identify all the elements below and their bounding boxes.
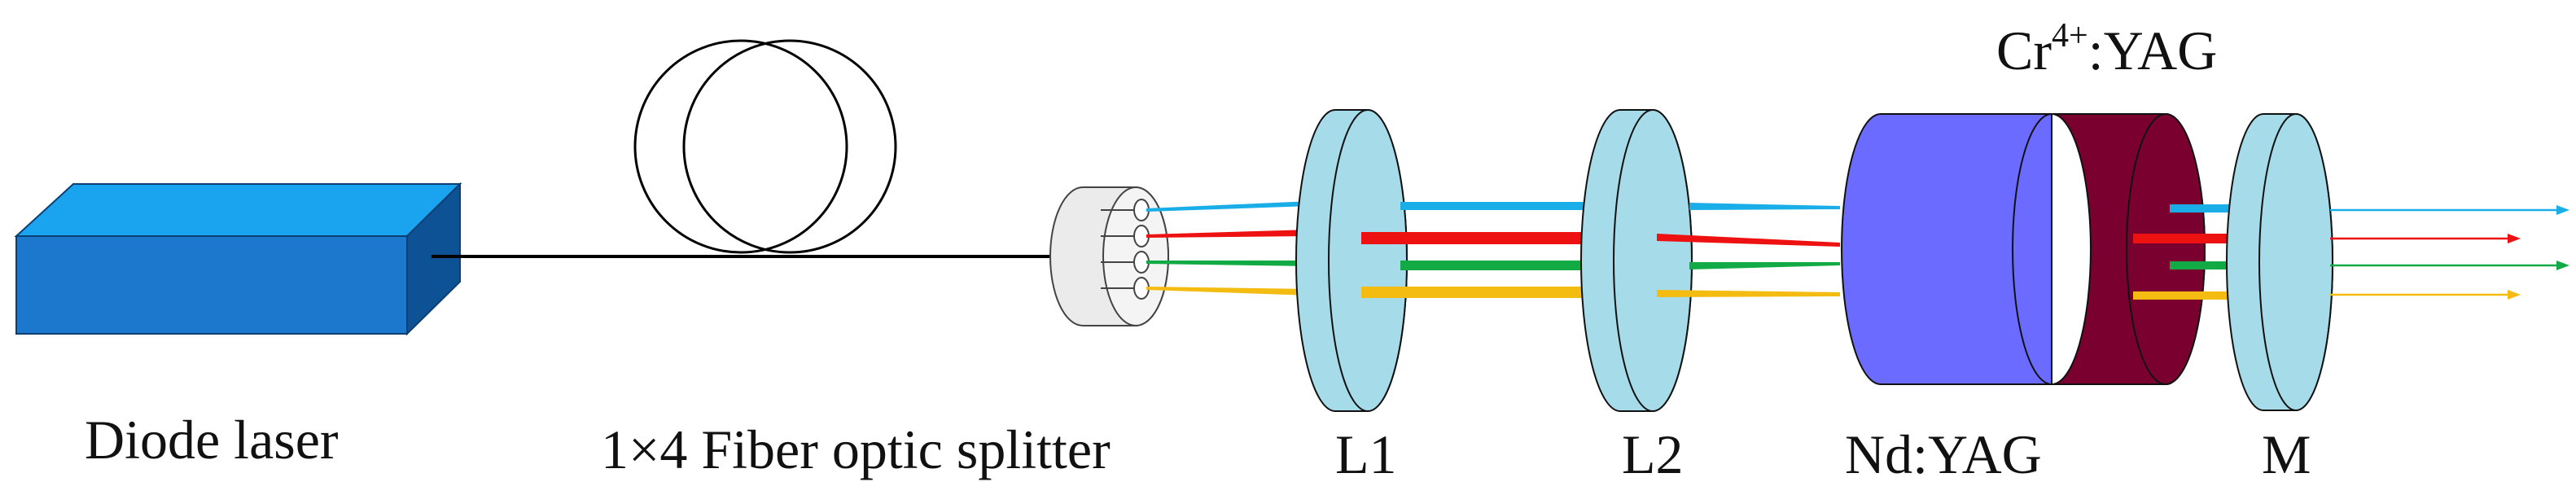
cryag-label-superscript: 4+ [2052, 17, 2088, 55]
diode-laser-side [406, 182, 461, 336]
diode-laser [14, 182, 462, 336]
beam-blue-4 [2170, 204, 2235, 212]
splitter-label: 1×4 Fiber optic splitter [601, 418, 1111, 480]
diode-laser-label: Diode laser [85, 409, 339, 471]
output-arrow-yellow [2508, 290, 2521, 300]
lens-l1 [1295, 109, 1408, 412]
fiber-coil-loop-left [633, 39, 848, 254]
mirror-label: M [2262, 423, 2311, 485]
fiber-coil [633, 39, 897, 254]
beam-yellow-3 [1657, 290, 1840, 297]
cryag-label: Cr4+:YAG [1996, 19, 2218, 81]
lens-l1-face [1328, 109, 1408, 412]
beam-yellow-1 [1146, 287, 1311, 296]
beam-green-2 [1400, 261, 1592, 270]
beam-green-4 [2170, 261, 2235, 269]
beam-yellow-4 [2133, 291, 2235, 300]
beam-red-3 [1657, 234, 1840, 247]
beam-green-1 [1146, 261, 1311, 266]
output-arrow-red [2508, 234, 2521, 243]
splitter-connector [1049, 186, 1169, 326]
beam-red-1 [1146, 230, 1311, 238]
beams-splitter-to-l1 [1146, 201, 1311, 296]
beam-red-4 [2133, 234, 2235, 243]
beam-blue-1 [1146, 201, 1311, 212]
output-arrow-blue [2556, 205, 2569, 215]
diode-laser-front [15, 235, 408, 335]
lens-l2 [1580, 109, 1693, 412]
crystal-assembly [1841, 113, 2206, 385]
beams-l1-to-l2 [1361, 202, 1592, 298]
beam-yellow-2 [1361, 287, 1592, 298]
beam-blue-3 [1689, 203, 1840, 210]
output-beams [2330, 205, 2569, 300]
beam-red-2 [1361, 232, 1592, 244]
ndyag-crystal [1841, 113, 2052, 385]
lens-l2-face [1613, 109, 1693, 412]
cryag-label-rest: :YAG [2088, 20, 2218, 81]
mirror-m-face [2258, 113, 2333, 411]
mirror-m [2226, 113, 2333, 411]
ndyag-label: Nd:YAG [1845, 423, 2042, 485]
beam-blue-2 [1400, 202, 1592, 210]
cryag-boundary [2012, 113, 2052, 385]
diode-laser-top [14, 183, 462, 237]
cryag-face [2126, 113, 2206, 385]
beams-l2-to-crystal [1657, 203, 1840, 297]
lens-l2-label: L2 [1622, 423, 1684, 485]
beams-crystal-to-mirror [2133, 204, 2235, 300]
output-arrow-green [2556, 261, 2569, 270]
cryag-label-base: Cr [1996, 20, 2052, 81]
fiber-coil-loop-right [682, 39, 897, 254]
lens-l1-label: L1 [1335, 423, 1397, 485]
beam-green-3 [1689, 262, 1840, 269]
